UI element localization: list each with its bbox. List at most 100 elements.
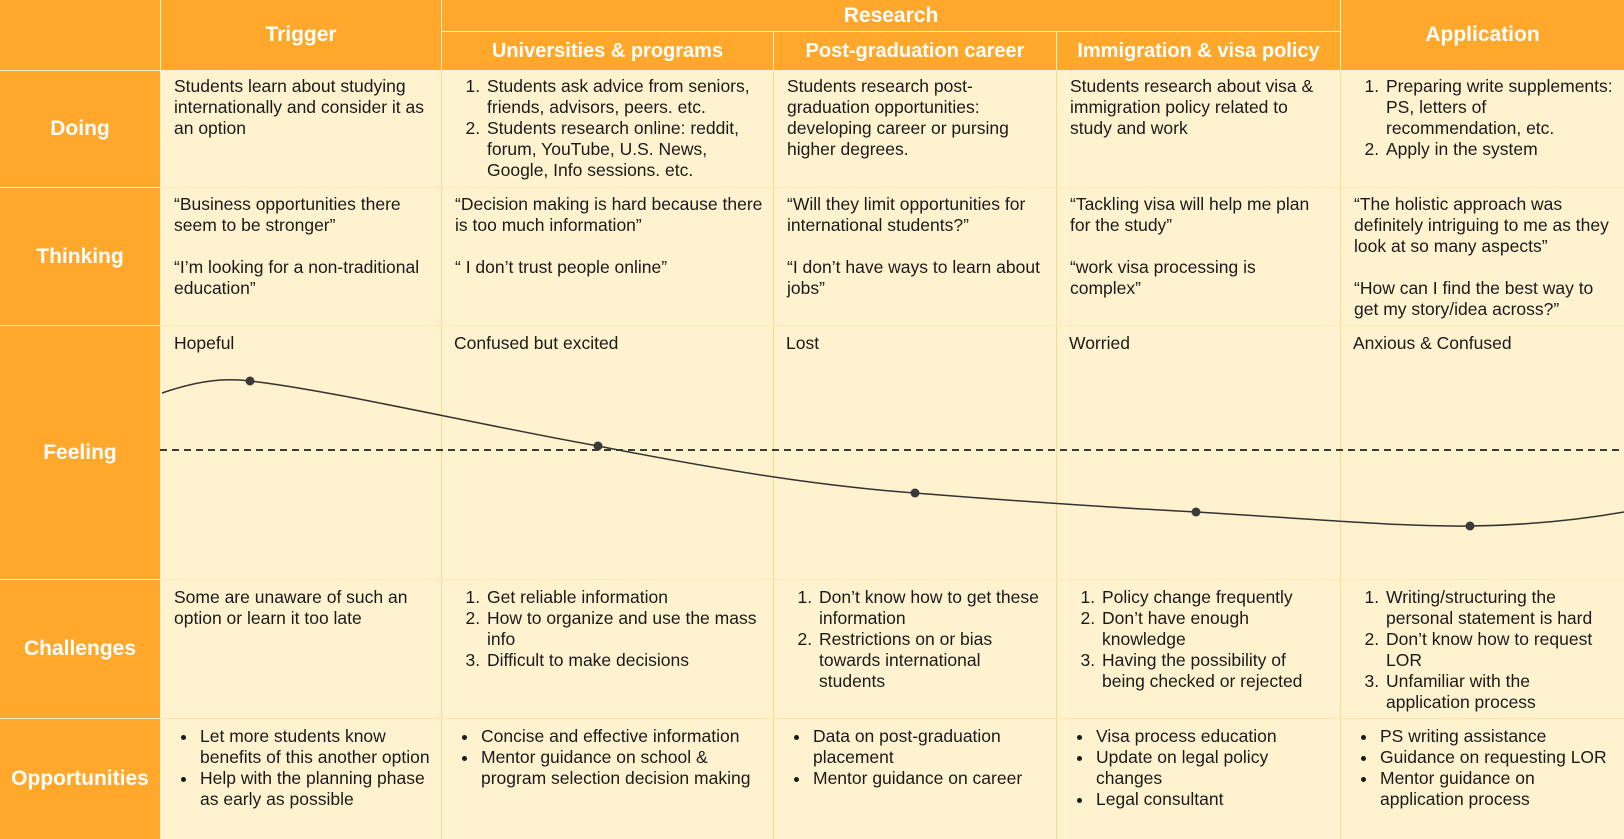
row-divider — [160, 187, 1624, 188]
quote: “The holistic approach was definitely in… — [1354, 194, 1609, 256]
opportunities-career: Data on post-graduation placementMentor … — [775, 726, 1056, 789]
doing-trigger-text: Students learn about studying internatio… — [174, 76, 425, 138]
feeling-application: Anxious & Confused — [1353, 333, 1512, 353]
list-item: Let more students know benefits of this … — [198, 726, 431, 768]
row-label-challenges: Challenges — [0, 580, 160, 718]
list-item: Unfamiliar with the application process — [1384, 671, 1614, 713]
quote: “Will they limit opportunities for inter… — [787, 194, 1026, 235]
row-label-thinking: Thinking — [0, 188, 160, 325]
challenges-universities: Get reliable informationHow to organize … — [443, 587, 773, 671]
corner-header — [0, 0, 160, 70]
list-item: How to organize and use the mass info — [485, 608, 763, 650]
stage-universities-label: Universities & programs — [491, 39, 724, 62]
thinking-trigger: “Business opportunities there seem to be… — [162, 194, 441, 299]
thinking-career: “Will they limit opportunities for inter… — [775, 194, 1056, 299]
row-divider — [160, 325, 1624, 326]
list-item: Don’t know how to get these information — [817, 587, 1046, 629]
stage-trigger-header: Trigger — [161, 0, 441, 70]
thinking-universities: “Decision making is hard because there i… — [443, 194, 773, 278]
emotion-point-application — [1465, 521, 1475, 531]
list-item: Get reliable information — [485, 587, 763, 608]
row-label-opportunities: Opportunities — [0, 719, 160, 839]
quote: “How can I find the best way to get my s… — [1354, 278, 1594, 319]
stage-career-label: Post-graduation career — [805, 39, 1025, 62]
stage-application-header: Application — [1341, 0, 1624, 70]
doing-career: Students research post-graduation opport… — [775, 76, 1056, 160]
stage-immigration-header: Immigration & visa policy — [1057, 32, 1340, 70]
doing-application: Preparing write supplements: PS, letters… — [1342, 76, 1624, 160]
doing-career-text: Students research post-graduation opport… — [787, 76, 1009, 159]
list-item: Legal consultant — [1094, 789, 1330, 810]
row-feeling-text: Feeling — [43, 440, 117, 464]
list-item: Policy change frequently — [1100, 587, 1330, 608]
quote: “ I don’t trust people online” — [455, 257, 668, 277]
stage-trigger-label: Trigger — [265, 23, 337, 46]
quote: “Business opportunities there seem to be… — [174, 194, 401, 235]
list-item: Mentor guidance on school & program sele… — [479, 747, 763, 789]
list-item: Preparing write supplements: PS, letters… — [1384, 76, 1614, 139]
list-item: Concise and effective information — [479, 726, 763, 747]
quote: “Decision making is hard because there i… — [455, 194, 763, 235]
opportunities-trigger: Let more students know benefits of this … — [162, 726, 441, 810]
opportunities-application: PS writing assistanceGuidance on request… — [1342, 726, 1624, 810]
stage-universities-header: Universities & programs — [442, 32, 773, 70]
list-item: Apply in the system — [1384, 139, 1614, 160]
thinking-application: “The holistic approach was definitely in… — [1342, 194, 1624, 320]
row-divider — [160, 579, 1624, 580]
doing-universities: Students ask advice from seniors, friend… — [443, 76, 773, 181]
doing-immigration-text: Students research about visa & immigrati… — [1070, 76, 1314, 138]
list-item: Difficult to make decisions — [485, 650, 763, 671]
quote: “Tackling visa will help me plan for the… — [1070, 194, 1310, 235]
feeling-immigration: Worried — [1069, 333, 1130, 353]
list-item: Don’t have enough knowledge — [1100, 608, 1330, 650]
list-item: Don’t know how to request LOR — [1384, 629, 1614, 671]
row-label-doing: Doing — [0, 71, 160, 187]
quote: “work visa processing is complex” — [1070, 257, 1256, 298]
emotion-line — [161, 379, 1624, 527]
doing-trigger: Students learn about studying internatio… — [162, 76, 441, 139]
stage-application-label: Application — [1425, 23, 1540, 46]
row-divider — [160, 718, 1624, 719]
stage-career-header: Post-graduation career — [774, 32, 1056, 70]
stage-research-label: Research — [843, 3, 939, 27]
list-item: Having the possibility of being checked … — [1100, 650, 1330, 692]
stage-immigration-label: Immigration & visa policy — [1077, 39, 1320, 62]
column-divider — [1056, 70, 1057, 839]
column-divider — [441, 70, 442, 839]
row-challenges-text: Challenges — [23, 637, 137, 660]
list-item: Guidance on requesting LOR — [1378, 747, 1614, 768]
list-item: PS writing assistance — [1378, 726, 1614, 747]
doing-immigration: Students research about visa & immigrati… — [1058, 76, 1340, 139]
column-divider — [773, 70, 774, 839]
challenges-trigger-text: Some are unaware of such an option or le… — [174, 587, 408, 628]
row-opportunities-text: Opportunities — [11, 767, 149, 790]
challenges-career: Don’t know how to get these informationR… — [775, 587, 1056, 692]
stage-research-header: Research — [442, 0, 1340, 31]
quote: “I’m looking for a non-traditional educa… — [174, 257, 420, 298]
row-doing-text: Doing — [50, 117, 110, 140]
list-item: Writing/structuring the personal stateme… — [1384, 587, 1614, 629]
list-item: Visa process education — [1094, 726, 1330, 747]
list-item: Update on legal policy changes — [1094, 747, 1330, 789]
list-item: Mentor guidance on application process — [1378, 768, 1614, 810]
challenges-immigration: Policy change frequentlyDon’t have enoug… — [1058, 587, 1340, 692]
list-item: Students ask advice from seniors, friend… — [485, 76, 763, 118]
feeling-trigger: Hopeful — [174, 333, 235, 353]
quote: “I don’t have ways to learn about jobs” — [787, 257, 1040, 298]
list-item: Students research online: reddit, forum,… — [485, 118, 763, 181]
opportunities-universities: Concise and effective informationMentor … — [443, 726, 773, 789]
row-label-feeling: Feeling — [0, 326, 160, 579]
feeling-career: Lost — [786, 333, 820, 353]
emotion-point-trigger — [245, 376, 255, 386]
emotion-point-career — [910, 488, 920, 498]
challenges-application: Writing/structuring the personal stateme… — [1342, 587, 1624, 713]
row-thinking-text: Thinking — [36, 244, 124, 268]
emotion-point-immigration — [1191, 507, 1201, 517]
opportunities-immigration: Visa process educationUpdate on legal po… — [1058, 726, 1340, 810]
list-item: Data on post-graduation placement — [811, 726, 1046, 768]
list-item: Restrictions on or bias towards internat… — [817, 629, 1046, 692]
thinking-immigration: “Tackling visa will help me plan for the… — [1058, 194, 1340, 299]
challenges-trigger: Some are unaware of such an option or le… — [162, 587, 441, 629]
